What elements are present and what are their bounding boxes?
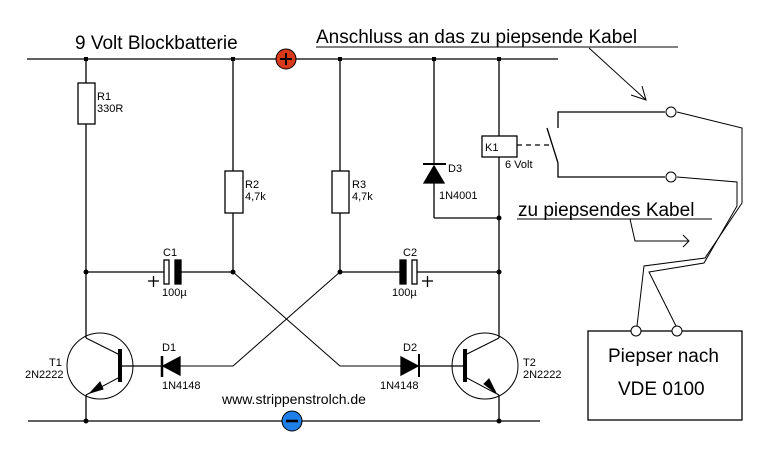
arrow-upper-line [588,47,647,101]
switch-upper-contact-wire [557,111,665,128]
r2-value: 4,7k [245,191,266,203]
d2-value: 1N4148 [380,380,419,392]
diode-d1 [161,355,181,377]
t1-value: 2N2222 [25,369,64,381]
beeper-box [587,330,743,421]
switch-blade [546,127,559,164]
junction-dot [230,269,236,275]
beeper-terminal-right [671,325,683,337]
arrow-upper-head [630,85,647,101]
t2-value: 2N2222 [523,369,562,381]
t1-name: T1 [49,357,62,369]
t2-collector [464,337,500,356]
d1-name: D1 [162,342,176,354]
t2-name: T2 [523,357,536,369]
r1-name: R1 [97,91,111,103]
title-label: 9 Volt Blockbatterie [75,33,238,54]
d1-value: 1N4148 [162,380,201,392]
beeper-label-line1: Piepser nach [608,346,719,367]
switch-contact-lower [665,171,677,183]
header-note-label: Anschluss an das zu piepsende Kabel [316,27,637,48]
switch-lower-contact-wire [557,163,665,178]
d3-name: D3 [448,163,462,175]
k1-name: K1 [485,142,498,154]
c2-value: 100µ [392,287,417,299]
junction-dot [496,215,502,221]
r2-name: R2 [245,179,259,191]
website-label: www.strippenstrolch.de [221,391,366,407]
junction-dot [83,418,89,424]
t1-emitter-arrow [88,381,104,395]
d3-value: 1N4001 [439,190,478,202]
d2-name: D2 [403,342,417,354]
junction-dot [432,57,436,61]
r3-name: R3 [352,179,366,191]
resistor-r2 [224,170,244,214]
junction-dot [497,57,501,61]
cross-wire-r3-to-d1 [180,271,341,367]
t2-emitter-arrow [483,378,497,394]
diode-d2 [400,355,420,377]
positive-terminal [275,48,297,70]
cable-wire-lower [648,176,738,327]
cross-wire-r2-to-d2 [232,271,400,367]
k1-value: 6 Volt [505,159,533,171]
cable-wire-upper [636,111,743,327]
beeper-terminal-left [630,325,642,337]
cable-note-label: zu piepsendes Kabel [518,200,694,221]
negative-terminal [281,410,303,432]
capacitor-c2-positive-plate [411,259,418,285]
beeper-label-line2: VDE 0100 [618,379,705,400]
t1-collector [85,337,121,356]
junction-dot [337,269,343,275]
t2-emitter [464,376,500,396]
capacitor-c1-negative-plate [174,259,182,285]
junction-dot [496,269,502,275]
resistor-r3 [331,170,350,214]
capacitor-c2-negative-plate [399,259,407,285]
capacitor-c1-positive-plate [163,259,170,285]
junction-dot [84,57,88,61]
c1-value: 100µ [162,287,187,299]
arrow-lower-head [682,234,690,248]
resistor-r1 [77,82,96,125]
junction-dot [338,57,342,61]
c1-name: C1 [163,247,177,259]
arrow-lower-line [629,218,688,242]
junction-dot [83,269,89,275]
r1-value: 330R [97,103,123,115]
c2-name: C2 [403,247,417,259]
r3-value: 4,7k [352,191,373,203]
diode-d3 [422,164,446,184]
junction-dot [496,418,502,424]
switch-contact-upper [665,106,677,118]
junction-dot [231,57,235,61]
